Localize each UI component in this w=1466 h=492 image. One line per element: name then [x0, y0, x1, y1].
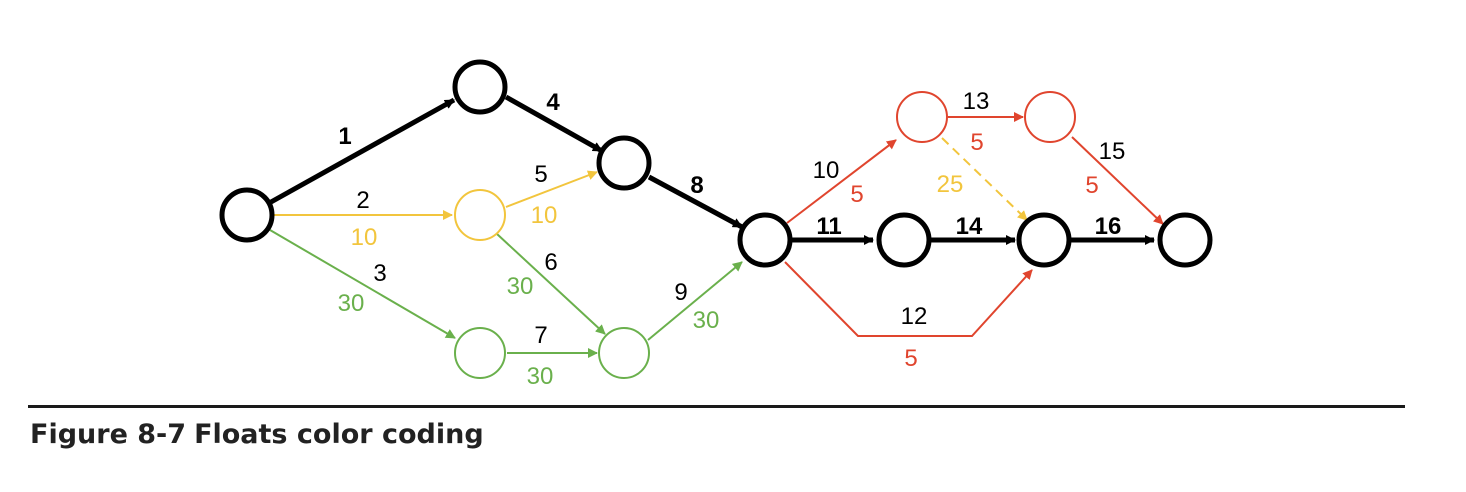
figure-number: Figure 8-7: [30, 419, 187, 450]
activity-label: 9: [674, 279, 687, 306]
activity-label: 10: [813, 157, 840, 184]
node-critical-3: [737, 212, 793, 268]
activity-10-arrow: [786, 139, 897, 224]
activity-5-arrow: [505, 170, 598, 208]
float-label: 10: [531, 202, 558, 229]
node-end: [1157, 212, 1213, 268]
node-critical-2: [596, 135, 652, 191]
activity-label: 11: [816, 213, 841, 240]
activity-8-arrow: [647, 174, 744, 230]
float-label: 5: [970, 129, 983, 156]
caption-rule: [28, 405, 1405, 408]
float-label: 30: [693, 307, 720, 334]
activity-6-arrow: [496, 233, 606, 335]
activity-label: 8: [690, 172, 703, 199]
float-label: 30: [338, 290, 365, 317]
node-red-2: [1024, 91, 1076, 143]
activity-label: 7: [534, 322, 547, 349]
node-green-left: [454, 327, 506, 379]
float-label: 5: [1085, 172, 1098, 199]
activity-label: 15: [1099, 138, 1126, 165]
node-yellow: [454, 189, 506, 241]
float-label: 30: [527, 363, 554, 390]
figure-title: Floats color coding: [194, 419, 484, 450]
activity-label: 14: [956, 213, 983, 240]
activity-15-arrow: [1071, 136, 1164, 225]
node-top: [452, 59, 508, 115]
activity-4-arrow: [504, 94, 604, 154]
activity-label: 1: [338, 123, 351, 150]
dummy-25-arrow: [941, 137, 1028, 221]
activity-9-arrow: [647, 261, 743, 341]
activity-label: 4: [546, 89, 560, 116]
activity-label: 16: [1095, 213, 1122, 240]
activity-label: 3: [373, 260, 386, 287]
activity-label: 6: [544, 249, 557, 276]
node-start: [219, 187, 275, 243]
activity-label: 12: [901, 303, 928, 330]
activity-label: 2: [356, 187, 369, 214]
activity-12-arrow: [784, 261, 1033, 337]
activity-1-arrow: [269, 97, 456, 205]
activity-3-arrow: [269, 229, 456, 339]
network-diagram: 1 2 3 4 5 6 7 8 9 10 11 12 13 14 15 16 1…: [219, 59, 1213, 390]
activity-label: 13: [963, 88, 990, 115]
node-green-right: [598, 327, 650, 379]
node-red-1: [896, 91, 948, 143]
float-label: 25: [937, 171, 964, 198]
activity-label: 5: [534, 161, 547, 188]
float-label: 30: [507, 273, 534, 300]
float-label: 5: [904, 345, 917, 372]
float-label: 5: [850, 181, 863, 208]
node-critical-4: [876, 212, 932, 268]
node-critical-5: [1016, 212, 1072, 268]
float-label: 10: [351, 224, 378, 251]
